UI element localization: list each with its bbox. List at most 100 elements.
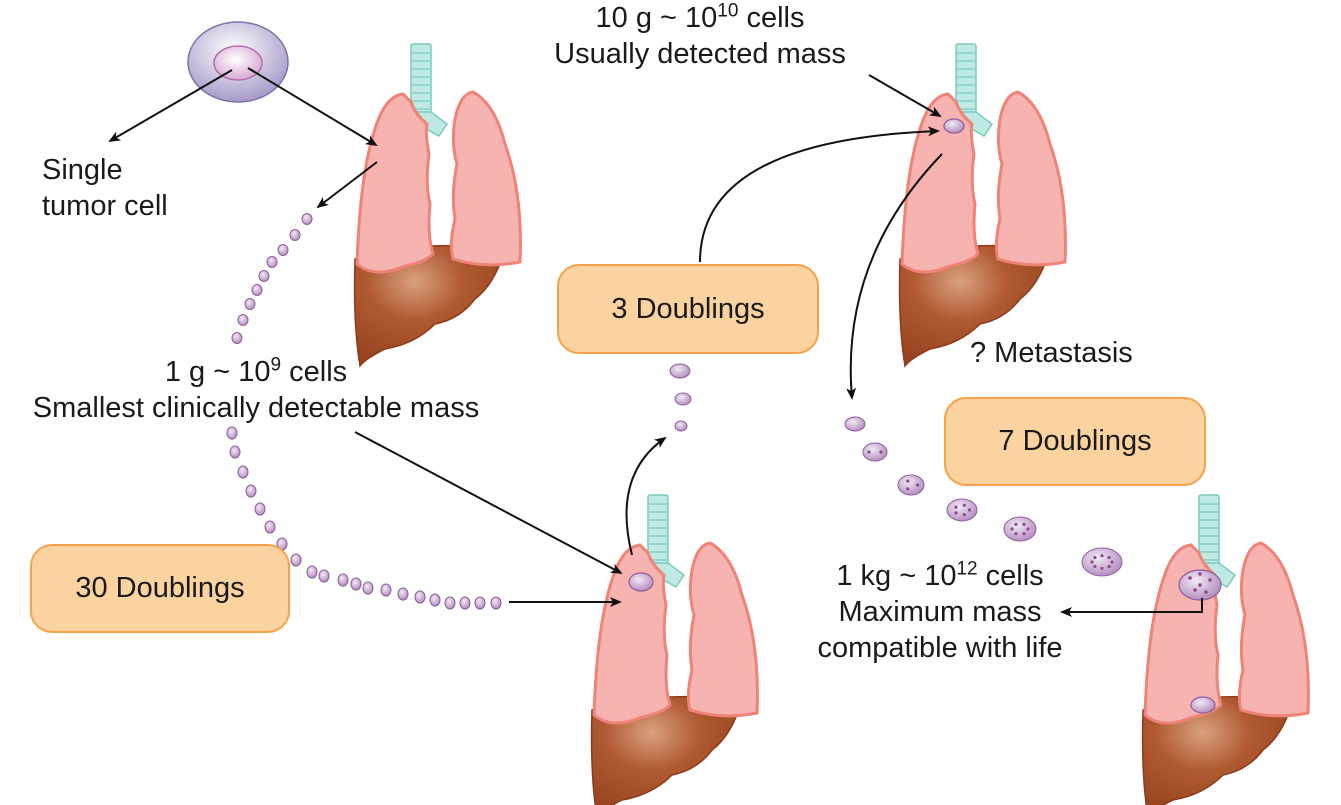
cell-speckle [954, 511, 958, 515]
cell-speckle [1193, 588, 1197, 592]
cell-dot [444, 596, 456, 610]
cell-speckle [1093, 564, 1097, 569]
liver-metastasis-icon [1190, 696, 1216, 714]
arrow-curve-up [625, 436, 667, 556]
cell-dot [245, 484, 257, 498]
cell-speckle [1107, 564, 1111, 569]
cell-speckle [906, 479, 910, 483]
label-line: 10 g ~ 1010 cells [520, 0, 880, 36]
cell-dot [946, 498, 978, 522]
cell-speckle [1093, 555, 1097, 560]
cell-speckle [1198, 572, 1202, 576]
arrow-to-label [108, 69, 233, 143]
cell-dot [669, 363, 691, 379]
cell-speckle [1010, 527, 1014, 531]
cell-speckle [1107, 555, 1111, 560]
arrow-10g-label [868, 74, 942, 118]
label-text: 1 kg ~ 10 [836, 560, 957, 592]
cell-speckle [1208, 578, 1212, 582]
cell-dot [674, 392, 692, 406]
cell-nucleus-icon [213, 45, 263, 81]
cell-speckle [879, 450, 883, 454]
cell-dot [490, 596, 502, 610]
cell-dot [674, 420, 688, 432]
thirty-doublings-box: 30 Doublings [30, 544, 290, 633]
cell-dot [862, 442, 888, 462]
cell-speckle [962, 503, 966, 507]
cell-dot [251, 284, 263, 296]
cell-dot [397, 587, 409, 601]
cell-dot [897, 474, 925, 496]
cell-dot [474, 596, 486, 610]
cell-dot [254, 502, 266, 516]
label-line: Single [42, 154, 123, 186]
arrow-1g-label [354, 431, 623, 574]
cell-dot [244, 298, 256, 310]
arrows [108, 67, 1203, 617]
cell-dot [844, 416, 866, 432]
cell-speckle [915, 483, 920, 487]
cell-speckle [967, 508, 972, 512]
arrow-to-lung [247, 67, 378, 147]
ten-gram-label: 10 g ~ 1010 cells Usually detected mass [520, 0, 880, 72]
organ-lungs-liver-2 [898, 42, 1067, 368]
cell-dot [266, 256, 278, 268]
cell-dot [1081, 547, 1123, 577]
cell-speckle [867, 450, 871, 454]
label-text: cells [977, 560, 1044, 592]
cell-dot [237, 314, 249, 326]
doubling-dots [226, 213, 1212, 610]
cell-speckle [1100, 554, 1104, 558]
cell-dot [337, 573, 349, 587]
label-text: cells [281, 356, 348, 388]
cell-dot [277, 244, 289, 256]
cell-speckle [962, 513, 966, 517]
cell-dot [318, 569, 330, 583]
cell-dot [380, 583, 392, 597]
tumor-10g-icon [943, 118, 965, 134]
cell-speckle [1100, 566, 1104, 570]
arrow-to-dots [316, 161, 378, 209]
label-line: compatible with life [817, 632, 1063, 664]
seven-doublings-box: 7 Doublings [944, 397, 1206, 486]
arrow-curve-down [846, 153, 943, 400]
label-line: tumor cell [42, 190, 168, 222]
cell-dot [414, 590, 426, 604]
organ-lungs-liver-4 [1141, 493, 1310, 805]
exponent: 9 [270, 354, 282, 376]
cell-dot [258, 270, 270, 282]
cell-dot [301, 213, 313, 225]
metastasis-label: ? Metastasis [970, 337, 1133, 369]
cell-dot [264, 520, 276, 534]
cell-speckle [1204, 590, 1208, 594]
cell-speckle [1110, 560, 1114, 564]
single-tumor-cell-label: Single tumor cell [42, 152, 168, 224]
cell-dot [306, 565, 318, 579]
label-line: Smallest clinically detectable mass [32, 392, 480, 424]
label-line: 1 kg ~ 1012 cells [800, 558, 1080, 594]
cell-speckle [954, 505, 958, 509]
cell-speckle [1090, 560, 1094, 564]
cell-speckle [1014, 532, 1018, 536]
cell-speckle [906, 487, 910, 491]
label-line: Maximum mass [838, 596, 1042, 628]
arrow-to-1kg-label [1060, 598, 1203, 617]
label-line: Usually detected mass [554, 38, 846, 70]
tumor-1g-icon [628, 572, 654, 592]
one-kg-label: 1 kg ~ 1012 cells Maximum mass compatibl… [800, 558, 1080, 666]
cell-dot [229, 445, 241, 459]
label-text: 1 g ~ 10 [164, 356, 271, 388]
label-line: 1 g ~ 109 cells [0, 354, 512, 390]
cell-dot [350, 577, 362, 591]
organ-lungs-liver-1 [353, 42, 522, 368]
exponent: 12 [956, 558, 978, 580]
cell-dot [237, 465, 249, 479]
cell-dot [459, 596, 471, 610]
cell-dot [362, 581, 374, 595]
exponent: 10 [717, 0, 739, 22]
cell-speckle [1026, 527, 1030, 531]
cell-speckle [1022, 522, 1026, 526]
cell-speckle [1022, 532, 1026, 536]
